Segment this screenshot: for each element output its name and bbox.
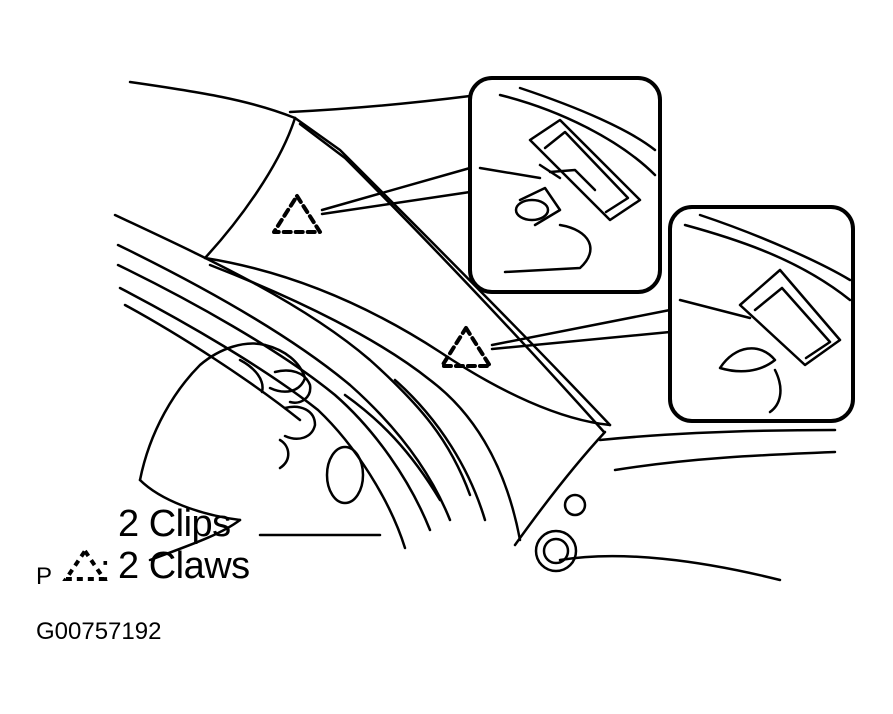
legend-prefix-label: P: [36, 563, 53, 590]
clip-detail-icon: [468, 76, 662, 294]
legend-colon: :: [100, 548, 111, 590]
roof-outline: [128, 80, 472, 260]
door-frame-lines: [113, 213, 487, 550]
speaker-grille: [325, 445, 365, 505]
dashed-triangle-icon: [62, 547, 108, 581]
callout-leaders: [320, 166, 672, 351]
dash-knob: [534, 529, 578, 573]
dashboard-outline: [258, 428, 837, 582]
figure-id-label: G00757192: [36, 618, 162, 645]
claw-marker-lower: [440, 326, 492, 368]
hand-icon: [138, 342, 317, 562]
claw-marker-upper: [272, 194, 322, 234]
legend-claws-label: 2 Claws: [118, 545, 250, 587]
legend-clips-label: 2 Clips: [118, 503, 231, 545]
pillar-garnish-panel: [203, 116, 612, 547]
claw-detail-icon: [668, 205, 855, 423]
